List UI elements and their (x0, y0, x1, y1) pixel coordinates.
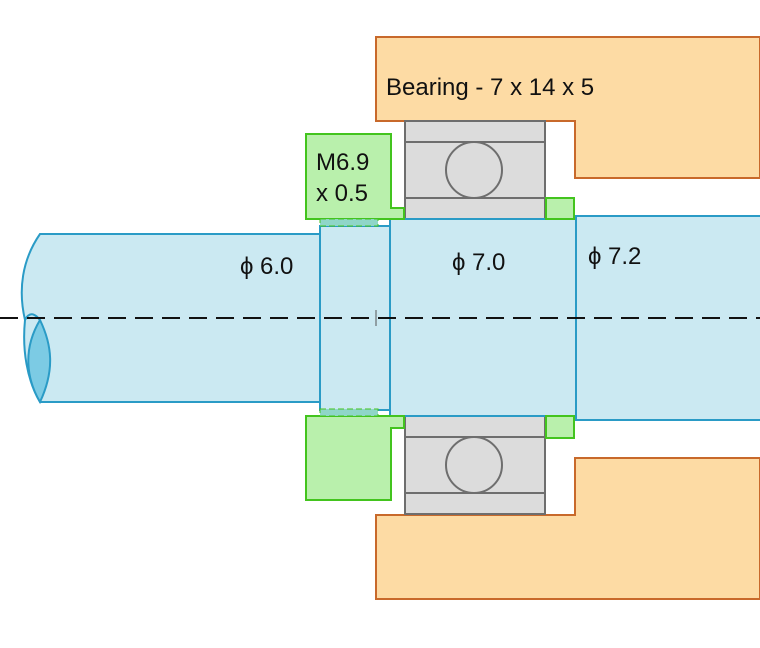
diameter-label-shoulder: ϕ 7.2 (588, 243, 641, 270)
bearing-ball-upper (445, 141, 503, 199)
bearing-ball-lower (445, 436, 503, 494)
thread-upper (319, 218, 379, 227)
nut-label-line1: M6.9 (316, 149, 369, 176)
spacer-lower (545, 415, 575, 439)
diameter-value-seat: 7.0 (472, 249, 505, 276)
nut-lower (305, 415, 405, 501)
housing-lower (375, 457, 760, 600)
diameter-value-shoulder: 7.2 (608, 243, 641, 270)
diameter-value-shaft: 6.0 (260, 253, 293, 280)
bearing-label: Bearing - 7 x 14 x 5 (386, 74, 594, 101)
bearing-lower (404, 415, 546, 515)
housing-upper (375, 36, 760, 179)
phi-symbol-icon: ϕ (588, 243, 601, 270)
diameter-label-seat: ϕ 7.0 (452, 249, 505, 276)
shaft-break-end (27, 317, 52, 405)
nut-upper (305, 133, 405, 220)
nut-label-line2: x 0.5 (316, 180, 368, 207)
diameter-label-shaft: ϕ 6.0 (240, 253, 293, 280)
phi-symbol-icon: ϕ (240, 253, 253, 280)
thread-lower (319, 408, 379, 417)
spacer-upper (545, 197, 575, 220)
bearing-upper (404, 120, 546, 220)
phi-symbol-icon: ϕ (452, 249, 465, 276)
